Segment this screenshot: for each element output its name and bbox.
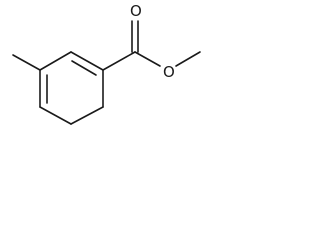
bond-ring-c5-c4 — [39, 106, 72, 125]
bond-ring-c1-c1-inner — [71, 60, 97, 76]
bond-ring-c3-c2 — [39, 51, 72, 71]
bond-ester-oxygen-to-methyl — [175, 51, 201, 67]
ester-oxygen-label: O — [163, 63, 175, 81]
bond-carbonyl-to-ester-oxygen — [134, 51, 161, 67]
molecule-structure: O O — [12, 2, 201, 125]
bond-ring-c6-c5 — [70, 106, 104, 125]
bond-ring-c2-c1 — [70, 51, 104, 71]
bond-methyl-ring — [12, 54, 41, 71]
carbonyl-oxygen-label: O — [130, 2, 142, 20]
bond-ring-to-carbonyl — [102, 51, 136, 71]
